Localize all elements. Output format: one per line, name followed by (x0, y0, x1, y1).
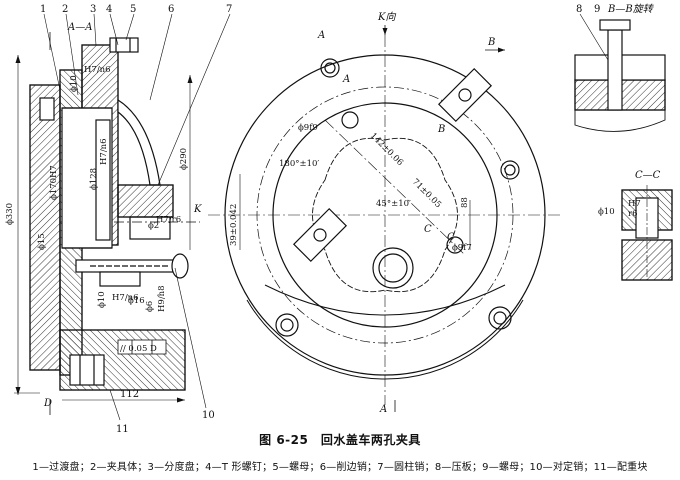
section-view-aa (14, 32, 200, 415)
callout-3: 3 (90, 4, 96, 15)
dim-d170: ϕ170H7 (49, 165, 59, 200)
callout-6: 6 (168, 4, 174, 15)
dim-d6: ϕ6 (145, 301, 155, 312)
dim-d16: ϕ16 (128, 296, 145, 306)
dim-d10-cc: ϕ10 (598, 207, 615, 217)
dim-fit-mid: H7/n6 (99, 138, 109, 165)
dim-angle-45: 45°±10′ (376, 199, 411, 209)
callout-10: 10 (202, 410, 215, 421)
dim-88: 88 (460, 197, 470, 208)
dim-112: 112 (120, 389, 139, 400)
dim-angle-180: 180°±10′ (279, 159, 319, 169)
dim-d9f7: ϕ9f7 (452, 243, 472, 253)
dim-fit-r6: H7/r6 (156, 215, 181, 225)
dim-tolerance: // 0.05 D (120, 344, 157, 354)
dim-d2: ϕ2 (148, 221, 159, 231)
section-view-cc (621, 185, 673, 281)
dim-fit-top: H7/n6 (84, 65, 111, 75)
a-label-bottom: A (379, 404, 387, 415)
dim-d10-bottom: ϕ10 (97, 291, 107, 308)
c-label-2: C (447, 232, 455, 243)
callout-2: 2 (62, 4, 68, 15)
dim-d15: ϕ15 (37, 233, 47, 250)
callout-9: 9 (594, 4, 600, 15)
k-arrow-label: K (193, 204, 202, 215)
dim-39: 39±0.042 (229, 204, 239, 246)
section-aa-label: A—A (67, 22, 92, 33)
section-view-bb (574, 13, 666, 132)
a-label-top: A (317, 30, 325, 41)
dim-fit-h9h8: H9/h8 (157, 285, 167, 312)
callout-leaders-left (43, 13, 231, 421)
dim-142: 142±0.06 (368, 131, 405, 168)
view-labels: A—A B—B旋转 C—C K向 K A A A B B C C D (43, 3, 661, 415)
dim-d128: ϕ128 (89, 168, 99, 190)
callout-7: 7 (226, 4, 232, 15)
c-label-1: C (424, 224, 432, 235)
figure-caption: 图 6-25 回水盖车两孔夹具 (259, 433, 421, 447)
d-datum-label: D (43, 398, 52, 409)
figure-legend: 1—过渡盘；2—夹具体；3—分度盘；4—T 形螺钉；5—螺母；6—削边销；7—圆… (32, 462, 648, 473)
a-label-mid: A (342, 74, 350, 85)
callout-4: 4 (106, 4, 112, 15)
dim-d9f9: ϕ9f9 (298, 123, 318, 133)
dim-d330: ϕ330 (5, 203, 15, 225)
callout-8: 8 (576, 4, 582, 15)
callout-1: 1 (40, 4, 46, 15)
section-bb-label: B—B旋转 (607, 3, 655, 15)
dim-cc-h7: H7 (628, 199, 641, 209)
main-plan-view (208, 25, 560, 412)
callout-numbers: 1 2 3 4 5 6 7 8 9 10 11 (40, 4, 600, 435)
dim-d10-top: ϕ10 (69, 75, 79, 92)
dim-71: 71±0.05 (410, 177, 443, 210)
section-cc-label: C—C (635, 170, 661, 181)
callout-5: 5 (130, 4, 136, 15)
dim-cc-r6: r6 (628, 209, 637, 219)
b-label-mid: B (437, 124, 445, 135)
callout-11: 11 (116, 424, 129, 435)
dim-d290: ϕ290 (179, 148, 189, 170)
dim-fit-bottom: H7/n6 (112, 293, 139, 303)
b-label-top: B (487, 37, 495, 48)
k-view-label: K向 (377, 11, 396, 23)
